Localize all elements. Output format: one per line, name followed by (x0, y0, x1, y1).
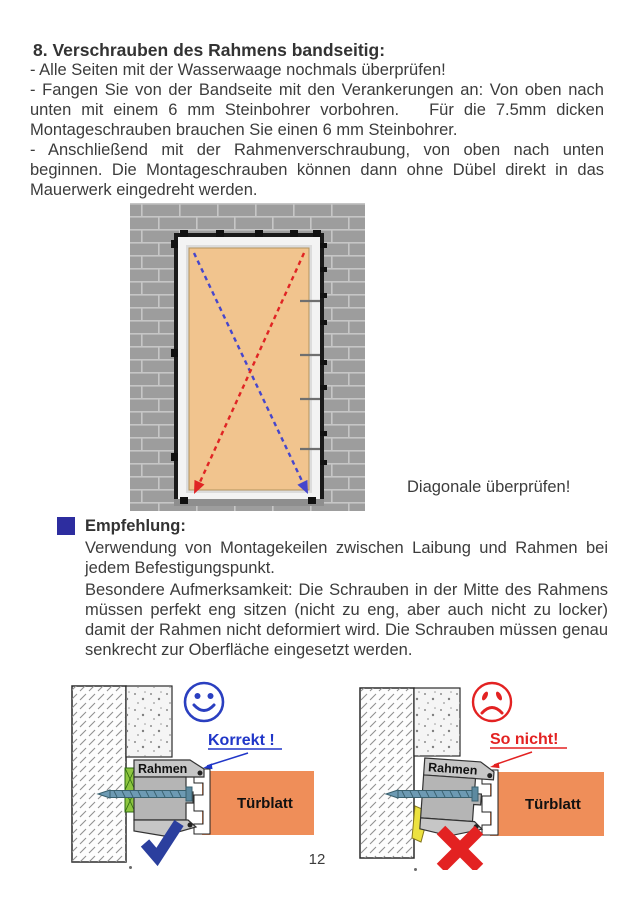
page-number: 12 (308, 851, 326, 868)
cross-icon (436, 825, 484, 870)
door-leaf-label: Türblatt (525, 796, 581, 813)
happy-smiley-icon (183, 681, 225, 723)
frame-label: Rahmen (428, 760, 478, 777)
recommendation-title: Empfehlung: (85, 517, 186, 535)
frame-profile-tilted: Rahmen (419, 757, 495, 837)
correct-label: Korrekt ! (203, 732, 282, 770)
recommendation-paragraph-1: Verwendung von Montagekeilen zwischen La… (85, 539, 608, 577)
paragraph-1: - Alle Seiten mit der Wasserwaage nochma… (30, 61, 446, 79)
door-figure-row: Diagonale überprüfen! (0, 203, 634, 511)
door-leaf-section: Türblatt (193, 768, 314, 835)
door-frame-figure (130, 203, 365, 511)
stray-dot (129, 866, 132, 869)
recommendation-section: Empfehlung: Verwendung von Montagekeilen… (0, 516, 634, 660)
recommendation-paragraph-2: Besondere Aufmerksamkeit: Die Schrauben … (85, 581, 608, 659)
installation-diagrams: Türblatt Rahmen (52, 674, 634, 870)
incorrect-label: So nicht! (490, 731, 567, 769)
stray-dot (414, 868, 417, 871)
paragraph-2: - Fangen Sie von der Bandseite mit den V… (30, 81, 604, 139)
sad-smiley-icon (471, 681, 513, 723)
recommendation-body: Verwendung von Montagekeilen zwischen La… (57, 538, 608, 660)
door-edge-profile (481, 769, 499, 836)
door-leaf-label: Türblatt (237, 795, 293, 812)
door-edge-profile (193, 768, 211, 835)
door-sill (174, 499, 324, 506)
frame-label: Rahmen (138, 762, 187, 776)
hinge-marks (300, 299, 320, 451)
door-leaf-section: Türblatt (481, 769, 604, 836)
svg-text:So nicht!: So nicht! (490, 731, 558, 748)
wall-section (71, 685, 173, 863)
diagram-incorrect: Türblatt Rahmen (359, 681, 604, 870)
anchor-marks (171, 230, 327, 504)
diagonal-blue (192, 252, 308, 494)
blue-square-bullet (57, 517, 75, 535)
recommendation-header: Empfehlung: (57, 516, 608, 536)
paragraph-3: - Anschließend mit der Rahmenverschraubu… (30, 141, 604, 199)
svg-text:Korrekt !: Korrekt ! (208, 732, 275, 749)
screw (96, 786, 193, 802)
wall-section (359, 687, 461, 859)
diagram-correct: Türblatt Rahmen (71, 681, 314, 867)
screw (384, 786, 479, 802)
diagonal-red (194, 252, 306, 494)
section-heading: 8. Verschrauben des Rahmens bandseitig: (33, 40, 386, 60)
checkmark-icon (140, 820, 184, 867)
figure-caption: Diagonale überprüfen! (407, 478, 571, 496)
frame-profile: Rahmen (133, 759, 205, 837)
